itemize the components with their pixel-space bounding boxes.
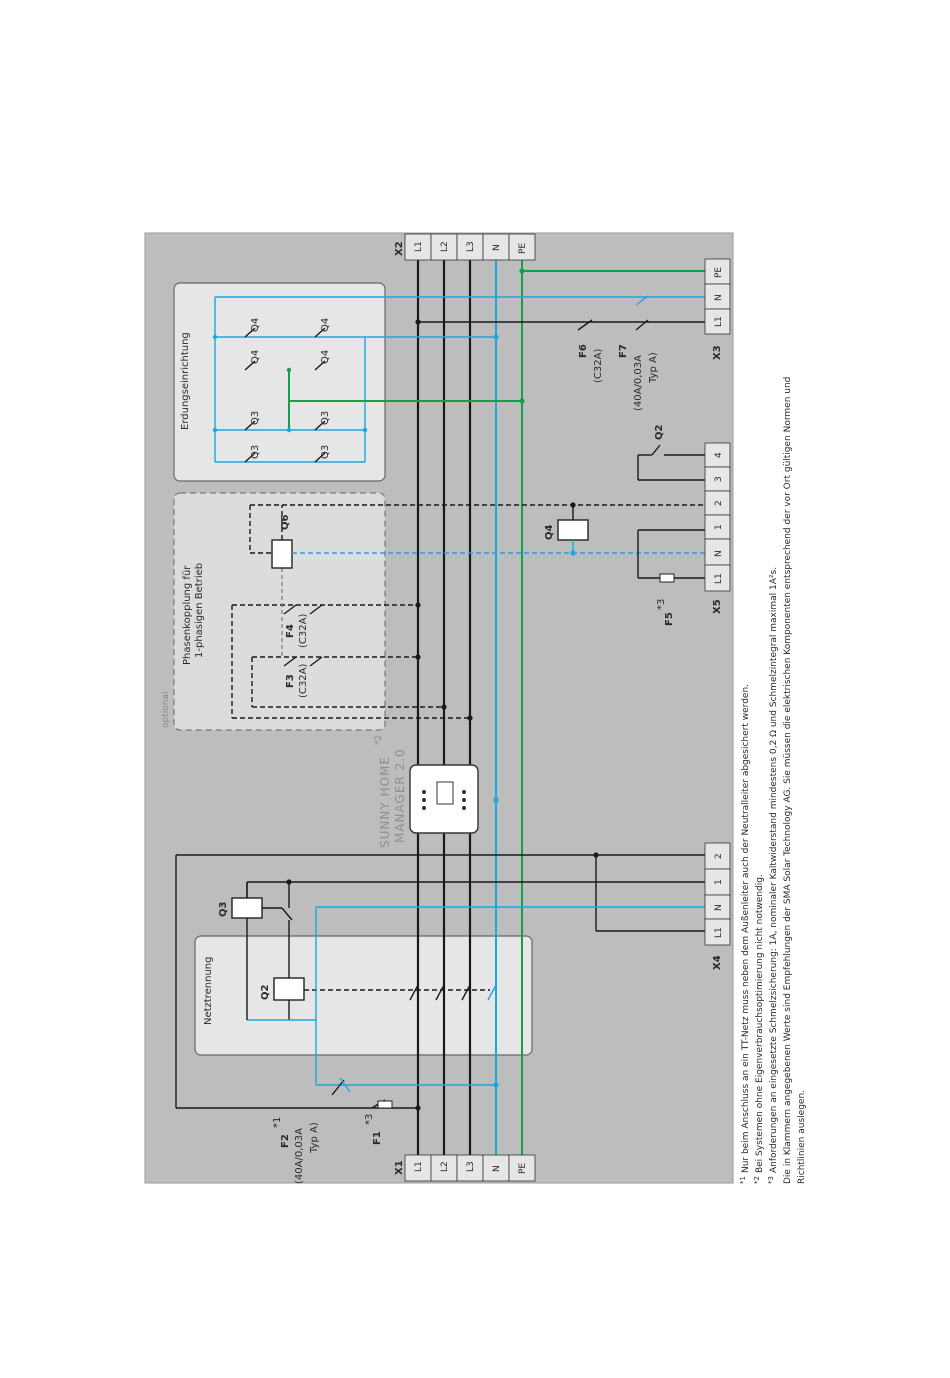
- x1-pin-2: L2: [440, 1161, 450, 1172]
- x4-pin-3: 1: [714, 879, 724, 885]
- x4-pin-2: N: [714, 904, 724, 911]
- f5-fuse: [659, 573, 675, 583]
- q3-contact-label-2: Q3: [250, 411, 261, 425]
- q6-coil: [271, 539, 293, 569]
- phasenkopplung-wiring: [231, 504, 705, 721]
- erdung-wiring: [212, 268, 705, 463]
- q4-contact-label-2: Q4: [250, 318, 261, 332]
- q4-contact-label-3: Q4: [320, 350, 331, 364]
- footnote-5: Richtlinien auslegen.: [797, 1090, 807, 1184]
- f3-label: F3: [285, 674, 296, 688]
- x2-pin-4: N: [492, 244, 502, 251]
- x3-pin-3: PE: [714, 267, 724, 278]
- footnotes: *1Nur beim Anschluss an ein TT-Netz muss…: [739, 377, 807, 1184]
- x5-pin-1: L1: [714, 573, 724, 584]
- group-label-phasen-2: 1-phasigen Betrieb: [194, 563, 205, 658]
- x3-pin-2: N: [714, 294, 724, 301]
- f2-footnote-mark: *1: [272, 1117, 283, 1128]
- q4-contact-label-4: Q4: [320, 318, 331, 332]
- x5-pin-2: N: [714, 550, 724, 557]
- q4-label: Q4: [544, 524, 555, 540]
- f7-label: F7: [618, 344, 629, 358]
- f4-rating: (C32A): [298, 614, 309, 648]
- terminal-x5: L1 N 1 2 3 4 X5: [704, 442, 731, 614]
- x1-pin-4: N: [492, 1165, 502, 1172]
- x1-pin-3: L3: [466, 1161, 476, 1172]
- x2-pin-5: PE: [518, 243, 528, 254]
- x5-pin-6: 4: [714, 452, 724, 458]
- x3-label: X3: [712, 345, 723, 360]
- x2-label: X2: [394, 241, 405, 256]
- footnote-3: *3Anforderungen an eingesetzte Schmelzsi…: [767, 567, 779, 1184]
- phasenkopplung-group-box: [173, 492, 386, 731]
- terminal-x2: L1 L2 L3 N PE X2: [394, 233, 536, 261]
- optional-label: optional: [161, 692, 171, 728]
- group-label-phasen-1: Phasenkopplung für: [182, 565, 193, 665]
- manager-footnote-mark: *2: [374, 735, 384, 745]
- x4-label: X4: [712, 955, 723, 970]
- f1-label: F1: [372, 1131, 383, 1145]
- footnote-2: *2Bei Systemen ohne Eigenverbrauchsoptim…: [753, 874, 765, 1184]
- f6-label: F6: [578, 344, 589, 358]
- q2-aux-label: Q2: [654, 424, 665, 440]
- x5-pin-3: 1: [714, 524, 724, 530]
- f5-footnote-mark: *3: [656, 599, 667, 610]
- x5-pin-5: 3: [714, 476, 724, 482]
- f1-fuse: [377, 1100, 393, 1109]
- q2-label: Q2: [260, 984, 271, 1000]
- f4-label: F4: [285, 624, 296, 638]
- q2-coil: [273, 977, 305, 1001]
- footnote-4: Die in Klammern angegebenen Werte sind E…: [783, 377, 793, 1184]
- erdung-group-box: [173, 282, 386, 482]
- f7-type: Typ A): [648, 352, 659, 384]
- q3-coil: [231, 897, 263, 919]
- q3-contact-label-3: Q3: [320, 445, 331, 459]
- terminal-x1: L1 L2 L3 N PE X1: [394, 1154, 536, 1182]
- q4-contact-label-1: Q4: [250, 350, 261, 364]
- f1-footnote-mark: *3: [364, 1114, 375, 1125]
- x4-pin-4: 2: [714, 853, 724, 859]
- x3-pin-1: L1: [714, 316, 724, 327]
- q3-label: Q3: [218, 901, 229, 917]
- f3-rating: (C32A): [298, 664, 309, 698]
- x1-pin-5: PE: [518, 1163, 528, 1174]
- q3-contact-label-1: Q3: [250, 445, 261, 459]
- x1-pin-1: L1: [414, 1161, 424, 1172]
- netztrennung-contacts: [304, 984, 497, 1001]
- f2-type: Typ A): [309, 1122, 320, 1154]
- terminal-x3: L1 N PE X3: [704, 258, 731, 360]
- x2-pin-3: L3: [466, 241, 476, 252]
- q6-label: Q6: [280, 514, 291, 530]
- group-label-netztrennung: Netztrennung: [203, 957, 214, 1025]
- q3-contact-label-4: Q3: [320, 411, 331, 425]
- f6-rating: (C32A): [593, 349, 604, 383]
- x5-pin-4: 2: [714, 500, 724, 506]
- x2-pin-1: L1: [414, 241, 424, 252]
- terminal-x4: L1 N 1 2 X4: [704, 842, 731, 970]
- q4-coil: [557, 519, 589, 541]
- x2-pin-2: L2: [440, 241, 450, 252]
- x1-label: X1: [394, 1160, 405, 1175]
- group-label-erdung: Erdungseinrichtung: [180, 332, 191, 430]
- manager-label-1: SUNNY HOME: [378, 756, 392, 848]
- footnote-1: *1Nur beim Anschluss an ein TT-Netz muss…: [739, 684, 751, 1184]
- x4-pin-1: L1: [714, 927, 724, 938]
- f5-label: F5: [664, 612, 675, 626]
- manager-label-2: MANAGER 2.0: [393, 748, 407, 843]
- f7-rating: (40A/0,03A: [633, 355, 644, 411]
- netztrennung-group-box: [194, 935, 533, 1056]
- x5-label: X5: [712, 599, 723, 614]
- f2-rating: (40A/0,03A: [294, 1128, 305, 1184]
- f2-label: F2: [280, 1134, 291, 1148]
